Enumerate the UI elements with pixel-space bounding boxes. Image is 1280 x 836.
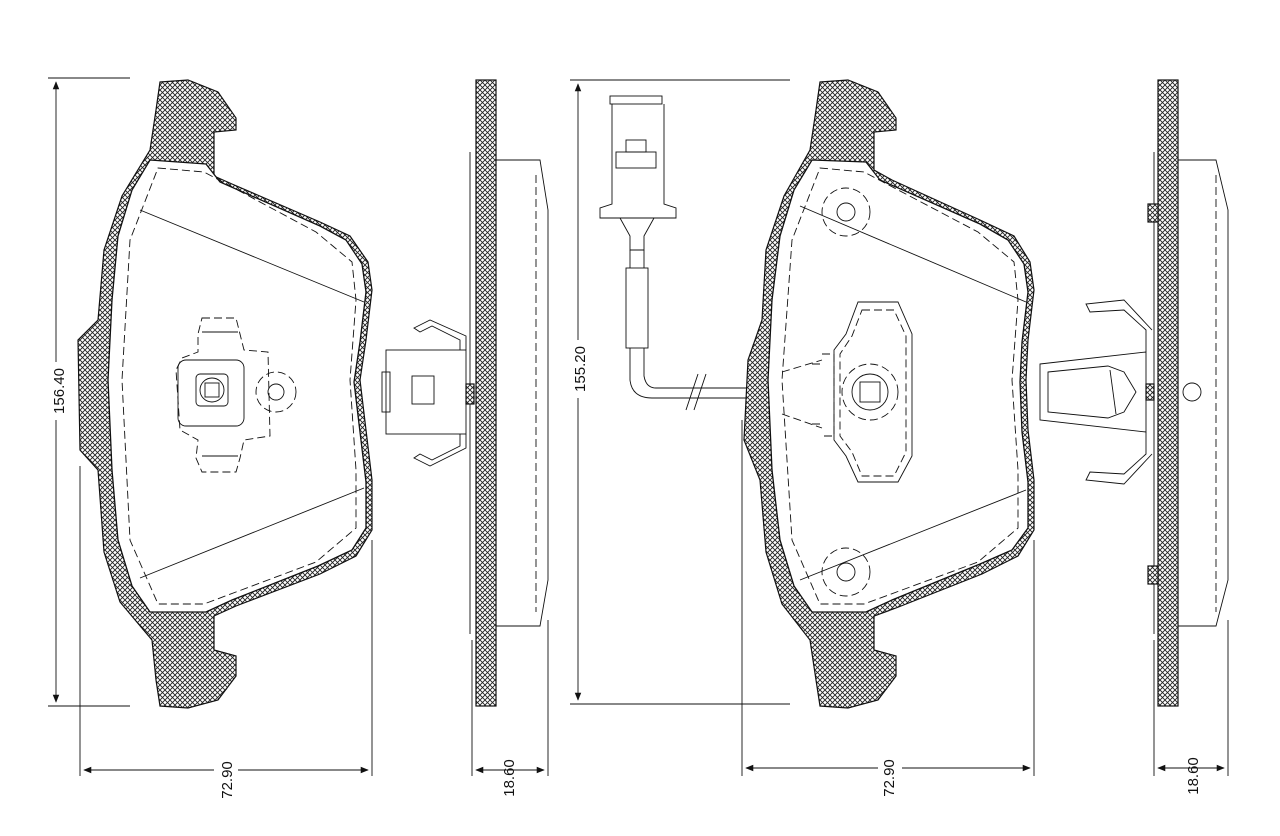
right-pad-side-pin [1182, 382, 1202, 402]
left-pad-friction-material [107, 159, 367, 613]
right-pad-inner-contour [781, 167, 1019, 605]
right-pad-friction-material [767, 159, 1029, 613]
left-pad-front-view [77, 79, 373, 709]
left-pad-inner-contour [121, 167, 357, 605]
right-pad-side-backing-plate [1157, 79, 1179, 707]
right-pad-chamfer-bottom [799, 489, 1027, 581]
right-pad-chamfer-top [799, 205, 1027, 303]
right-pad-lower-hole [821, 547, 871, 597]
dimension-labels: 156.40 72.90 18.60 155.20 72.90 18.60 [44, 340, 1202, 802]
right-pad-upper-hole [821, 187, 871, 237]
left-pad-center-clip [175, 317, 297, 473]
dim-right-pad-width: 72.90 [881, 759, 898, 797]
left-pad-side-view [381, 79, 549, 707]
right-pad-side-view [1039, 79, 1229, 707]
right-pad-spring-clip [1039, 299, 1155, 485]
dim-left-pad-width: 72.90 [219, 761, 236, 799]
dim-left-pad-height: 156.40 [51, 368, 68, 414]
dimension-lines [48, 77, 1229, 776]
left-pad-spring-clip [381, 319, 475, 467]
dim-right-pad-thickness: 18.60 [1185, 757, 1202, 795]
right-pad-front-view [743, 79, 1035, 709]
right-pad-center-boss [781, 301, 913, 483]
left-pad-side-backing-plate [475, 79, 497, 707]
left-pad-chamfer-top [139, 209, 365, 303]
dim-left-pad-thickness: 18.60 [501, 759, 518, 797]
left-pad-chamfer-bottom [139, 487, 365, 579]
left-pad-side-friction [496, 159, 549, 627]
dim-right-pad-height: 155.20 [572, 346, 589, 392]
